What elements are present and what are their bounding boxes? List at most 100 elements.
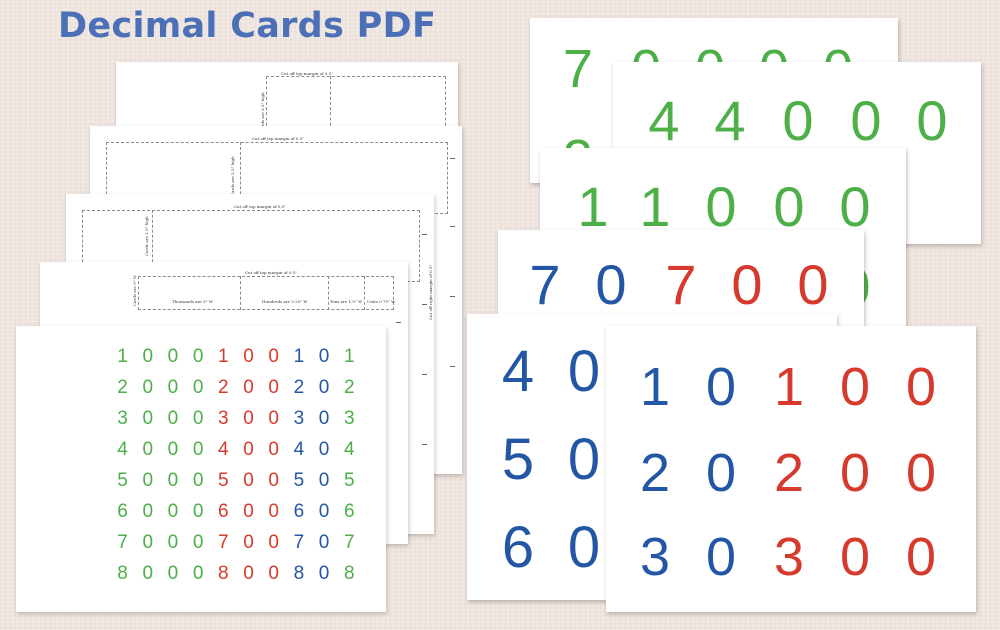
chart-digit: 7 [293,532,305,553]
cards-high-guide: Cards are 2.5" high [230,156,235,196]
chart-digit: 0 [192,470,204,491]
chart-digit: 1 [218,346,229,367]
card-digit: 6 [501,515,535,580]
chart-digit: 0 [243,408,254,429]
chart-digit: 0 [192,439,204,460]
card-digit: 0 [797,253,829,316]
card-digit: 0 [705,357,737,417]
card-digit: 0 [839,443,871,503]
number-card-front: 1 0 1 0 0 2 0 2 0 0 3 0 3 0 0 [606,326,976,612]
chart-digit: 0 [142,532,154,553]
chart-digit: 2 [293,377,305,398]
chart-digit: 0 [268,346,279,367]
right-margin-guide: Cut off right margin of 0.5" [428,264,433,320]
chart-digit: 4 [293,439,305,460]
card-digit: 3 [773,527,805,587]
card-digit: 1 [639,357,671,417]
card-digit: 5 [501,427,535,492]
card-digit: 0 [567,515,601,580]
chart-digit: 0 [142,563,154,584]
chart-digit: 4 [218,439,229,460]
chart-digit: 0 [167,408,179,429]
chart-digit: 0 [167,501,179,522]
chart-digit: 0 [268,470,279,491]
top-margin-guide: Cut off top margin of 0.5" [252,136,305,141]
chart-digit: 5 [218,470,229,491]
chart-digit: 8 [218,563,229,584]
number-card-70700: 7 0 7 0 0 [498,230,864,330]
chart-digit: 4 [343,439,355,460]
cut-mark [422,304,427,305]
chart-digit: 8 [343,563,355,584]
chart-digit: 2 [218,377,229,398]
chart-digit: 0 [192,346,204,367]
card-digit: 0 [850,89,882,152]
card-digit: 0 [773,175,805,238]
cut-line-box [138,276,394,310]
card-digit: 7 [529,253,561,316]
chart-digit: 0 [318,346,330,367]
chart-digit: 7 [343,532,355,553]
chart-digit: 0 [318,563,330,584]
card-digit: 7 [562,39,594,99]
card-digit: 0 [839,175,871,238]
chart-digit: 0 [268,563,279,584]
chart-digit: 0 [167,470,179,491]
card-digit: 0 [731,253,763,316]
chart-digit: 1 [293,346,305,367]
chart-digit: 0 [318,470,330,491]
chart-digit: 0 [192,408,204,429]
chart-digit: 0 [142,439,154,460]
chart-digit: 0 [243,470,254,491]
card-digit: 2 [639,443,671,503]
units-label: Units 0.75" W [367,299,396,304]
card-digit: 0 [782,89,814,152]
chart-digit: 0 [243,563,254,584]
cut-mark [422,234,427,235]
chart-digit: 0 [167,563,179,584]
cards-high-guide: Cards are 2.5" high [144,216,149,256]
chart-digit: 0 [243,346,254,367]
chart-digit: 0 [243,501,254,522]
chart-digit: 0 [268,439,279,460]
cut-line-vertical [330,76,331,136]
chart-digit: 0 [318,439,330,460]
cut-mark [450,158,455,159]
chart-digit: 0 [142,408,154,429]
top-margin-guide: Cut off top margin of 0.5" [234,204,287,209]
card-digit: 0 [905,357,937,417]
chart-digit: 6 [218,501,229,522]
chart-digit: 3 [218,408,229,429]
chart-digit: 0 [318,408,330,429]
chart-digit: 1 [117,346,128,367]
card-digit: 0 [905,527,937,587]
chart-digit: 0 [167,532,179,553]
card-digit: 0 [705,527,737,587]
cut-mark [422,374,427,375]
card-digit: 0 [705,175,737,238]
card-digit: 0 [705,443,737,503]
chart-digit: 0 [192,501,204,522]
chart-digit: 8 [117,563,128,584]
cut-line-vertical [240,142,241,214]
chart-digit: 7 [218,532,229,553]
chart-digit: 5 [343,470,355,491]
chart-digit: 8 [293,563,305,584]
card-digit: 7 [665,253,697,316]
chart-digit: 0 [318,532,330,553]
chart-digit: 0 [142,377,154,398]
cut-mark [422,444,427,445]
chart-digit: 5 [293,470,305,491]
chart-digit: 0 [268,501,279,522]
cut-line-vertical [328,276,329,310]
chart-digit: 2 [343,377,355,398]
chart-digit: 6 [293,501,305,522]
chart-digit: 0 [167,377,179,398]
cut-mark [450,226,455,227]
card-digit: 0 [595,253,627,316]
cut-line-vertical [364,276,365,310]
cut-mark [396,322,401,323]
card-digit: 0 [905,443,937,503]
chart-digit: 2 [117,377,128,398]
